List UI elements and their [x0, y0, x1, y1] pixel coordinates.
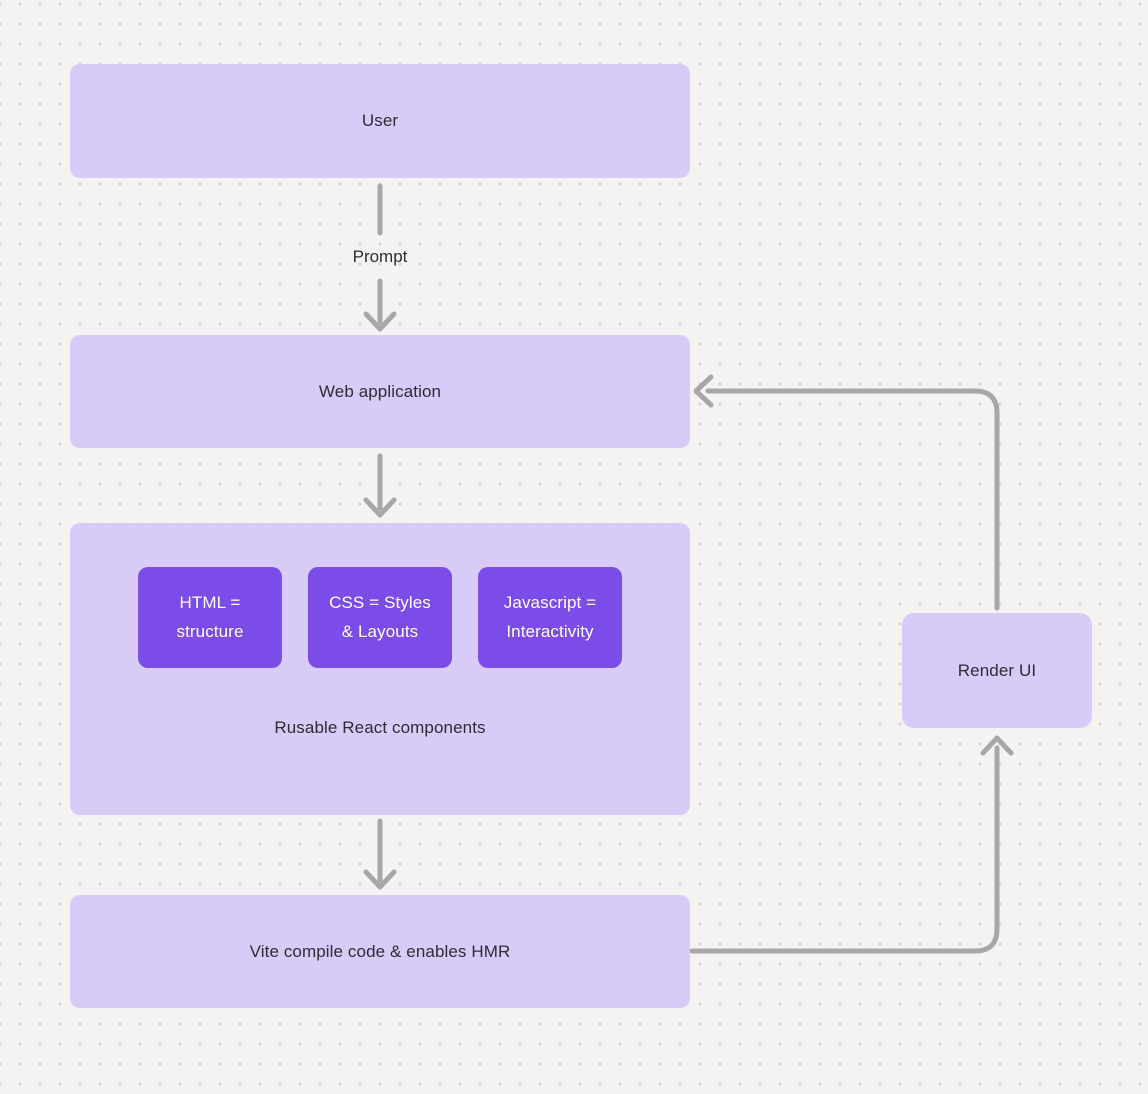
node-web-application-label: Web application	[318, 381, 442, 401]
edge-label-prompt: Prompt	[352, 247, 408, 266]
edge-webapp-to-components	[363, 453, 397, 518]
chip-javascript[interactable]: Javascript = Interactivity	[478, 567, 622, 668]
edge-renderui-to-webapp	[693, 374, 1000, 611]
node-vite[interactable]: Vite compile code & enables HMR	[70, 895, 690, 1008]
chip-css-label: CSS = Styles & Layouts	[329, 593, 431, 641]
chip-html-label: HTML = structure	[176, 593, 244, 641]
components-group-caption: Rusable React components	[274, 718, 486, 737]
edge-vite-to-renderui	[689, 735, 1014, 954]
node-web-application[interactable]: Web application	[70, 335, 690, 448]
edge-components-to-vite	[363, 818, 397, 890]
node-components-group[interactable]: HTML = structure CSS = Styles & Layouts …	[70, 523, 690, 815]
node-vite-label: Vite compile code & enables HMR	[249, 941, 511, 961]
arrowhead-left-icon	[693, 374, 714, 408]
chip-html[interactable]: HTML = structure	[138, 567, 282, 668]
chip-javascript-label: Javascript = Interactivity	[503, 593, 597, 641]
arrowhead-down-icon	[363, 497, 397, 518]
arrowhead-up-icon	[980, 735, 1014, 756]
node-user-label: User	[361, 111, 399, 130]
arrowhead-down-icon	[363, 311, 397, 332]
node-render-ui[interactable]: Render UI	[902, 613, 1092, 728]
arrowhead-down-icon	[363, 869, 397, 890]
chip-css[interactable]: CSS = Styles & Layouts	[308, 567, 452, 668]
node-user[interactable]: User	[70, 64, 690, 178]
node-render-ui-label: Render UI	[957, 660, 1037, 680]
